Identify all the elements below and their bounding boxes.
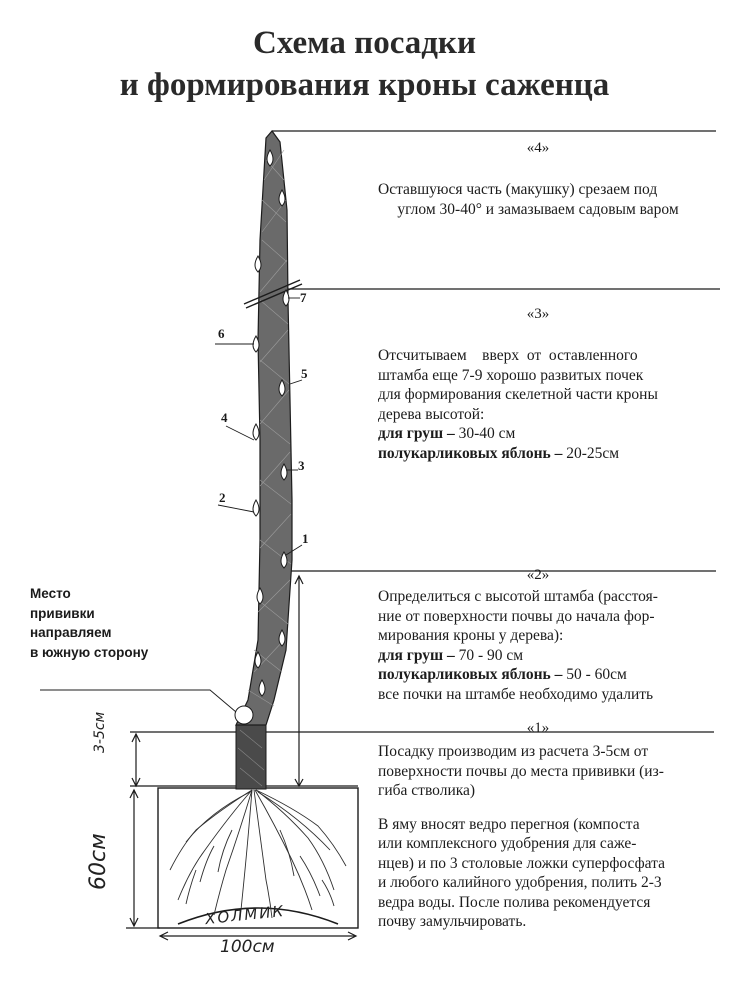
graft-point bbox=[234, 705, 254, 725]
section-1-p1-line-1: Посадку производим из расчета 3-5см от bbox=[378, 743, 649, 760]
page-title: Схема посадки и формирования кроны сажен… bbox=[0, 22, 729, 106]
bud-label-7: 7 bbox=[300, 290, 307, 305]
section-1-p2-line-1: В яму вносят ведро перегноя (компоста bbox=[378, 815, 640, 833]
tree-stem bbox=[235, 130, 293, 726]
depth-big-label: 60см bbox=[86, 833, 111, 890]
graft-note-line-4: в южную сторону bbox=[30, 644, 149, 660]
section-4-text: Оставшуюся часть (макушку) срезаем под у… bbox=[378, 180, 698, 219]
section-4-line-1: Оставшуюся часть (макушку) срезаем под bbox=[378, 181, 658, 198]
mound-arc bbox=[177, 907, 339, 925]
pruning-cut bbox=[243, 279, 301, 305]
section-1-p2-line-2: или комплексного удобрения для саже- bbox=[378, 835, 637, 852]
section-1-number: «1» bbox=[526, 720, 550, 736]
graft-note-line-1: Место bbox=[30, 586, 71, 601]
bud-label-2: 2 bbox=[219, 490, 226, 505]
section-2-number: «2» bbox=[526, 567, 550, 583]
section-2-line-1: Определиться с высотой штамба (расстоя- bbox=[378, 588, 658, 605]
section-3-number: «3» bbox=[526, 306, 550, 322]
section-1-text: Посадку производим из расчета 3-5см от п… bbox=[378, 742, 702, 932]
graft-note: Место прививки направляем в южную сторон… bbox=[30, 584, 200, 662]
section-2-line-4: все почки на штамбе необходимо удалить bbox=[378, 685, 654, 703]
section-2-pear: для груш – 70 - 90 см bbox=[378, 646, 524, 664]
section-2-line-3: мирования кроны у дерева): bbox=[378, 627, 564, 644]
rootstock bbox=[235, 724, 267, 790]
section-4-line-2: углом 30-40° и замазываем садовым варом bbox=[397, 200, 679, 218]
section-3-pear: для груш – 30-40 см bbox=[378, 425, 516, 442]
section-4-number: «4» bbox=[526, 140, 550, 156]
section-1-p2-line-3: нцев) и по 3 столовые ложки суперфосфата bbox=[378, 854, 665, 872]
section-3-line-2: штамба еще 7-9 хорошо развитых почек bbox=[378, 366, 644, 384]
section-2-apple: полукарликовых яблонь – 50 - 60см bbox=[378, 666, 627, 683]
graft-note-line-3: направляем bbox=[30, 625, 112, 640]
width-label: 100см bbox=[220, 937, 275, 957]
bud-label-4: 4 bbox=[221, 410, 228, 425]
graft-pointer bbox=[40, 689, 237, 713]
section-3-line-1: Отсчитываем вверх от оставленного bbox=[378, 347, 638, 364]
title-line-1: Схема посадки bbox=[253, 25, 476, 61]
bud-label-3: 3 bbox=[298, 458, 305, 473]
section-3-apple: полукарликовых яблонь – 20-25см bbox=[378, 444, 620, 462]
section-1-p2-line-4: и любого калийного удобрения, полить 2-3 bbox=[378, 874, 662, 891]
section-1-p2-line-5: ведра воды. После полива рекомендуется bbox=[378, 893, 651, 911]
bud-label-5: 5 bbox=[301, 366, 308, 381]
roots bbox=[169, 789, 347, 921]
title-line-2: и формирования кроны саженца bbox=[119, 67, 610, 103]
bud-label-1: 1 bbox=[302, 531, 309, 546]
bud-label-6: 6 bbox=[218, 326, 225, 341]
graft-note-line-2: прививки bbox=[30, 605, 95, 621]
section-3-line-4: дерева высотой: bbox=[378, 405, 485, 423]
depth-small-label: 3-5см bbox=[92, 711, 108, 753]
section-2-text: Определиться с высотой штамба (расстоя- … bbox=[378, 587, 700, 704]
section-3-text: Отсчитываем вверх от оставленного штамба… bbox=[378, 346, 700, 463]
section-1-p1-line-3: гиба стволика) bbox=[378, 782, 476, 799]
section-2-line-2: ние от поверхности почвы до начала фор- bbox=[378, 607, 655, 625]
section-1-p2-line-6: почву замульчировать. bbox=[378, 913, 527, 930]
section-1-p1-line-2: поверхности почвы до места прививки (из- bbox=[378, 762, 664, 780]
buds bbox=[234, 149, 290, 725]
section-3-line-3: для формирования скелетной части кроны bbox=[378, 386, 658, 403]
